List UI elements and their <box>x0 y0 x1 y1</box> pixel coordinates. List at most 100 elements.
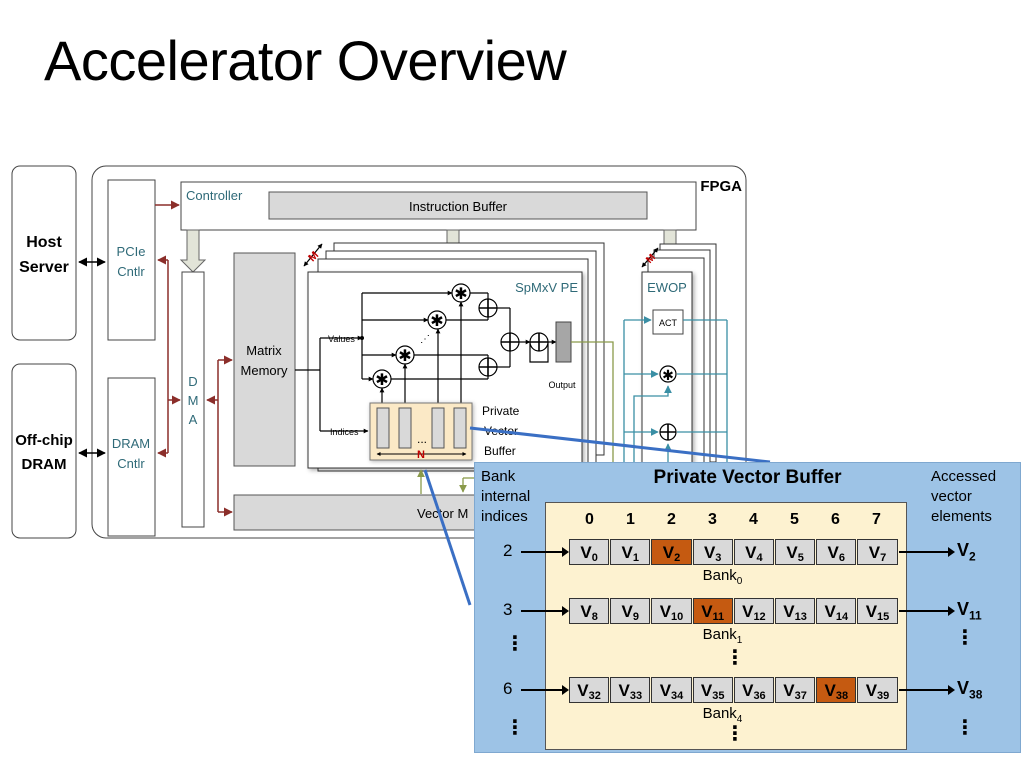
vertical-ellipsis: ⋮ <box>725 721 745 745</box>
inset-right-header: Accessed vector elements <box>931 467 996 527</box>
zoom-pointer-line-bottom <box>423 469 472 606</box>
column-index: 7 <box>872 511 881 528</box>
bank-label: Bank1 <box>703 626 743 646</box>
bank-cell: V1 <box>610 539 651 565</box>
bank-subscript: 4 <box>736 714 743 725</box>
cell-base: V <box>701 602 713 621</box>
cell-base: V <box>621 543 633 562</box>
multiplier-ellipsis: ⋰ <box>420 334 430 345</box>
bank-subscript: 1 <box>736 635 743 646</box>
cell-base: V <box>742 681 754 700</box>
bank-label: Bank4 <box>703 705 743 725</box>
cell-subscript: 1 <box>632 552 640 564</box>
cell-subscript: 15 <box>877 611 890 623</box>
cell-base: V <box>783 681 795 700</box>
cell-subscript: 11 <box>712 611 725 623</box>
bank-cell: V39 <box>857 677 898 703</box>
instruction-buffer <box>268 191 648 220</box>
inset-left-header-line: internal <box>481 488 531 505</box>
dma-box <box>181 271 205 528</box>
cell-subscript: 8 <box>591 611 598 623</box>
cell-subscript: 9 <box>632 611 640 623</box>
bank-cell: V35 <box>692 677 733 703</box>
matrix-memory <box>233 252 296 467</box>
cell-base: V <box>742 602 754 621</box>
host-server-box: Host Server <box>11 165 77 341</box>
host-server-label-2: Server <box>19 259 69 276</box>
bank-cell: V32 <box>569 677 610 703</box>
pvb-label-3: Buffer <box>484 444 516 458</box>
inset-right-header-line: Accessed <box>931 468 997 485</box>
values-label: Values <box>328 334 355 344</box>
cell-subscript: 6 <box>838 552 846 564</box>
bank-cell: V0 <box>569 539 610 565</box>
cell-base: V <box>865 602 878 621</box>
cell-subscript: 4 <box>756 552 763 564</box>
cell-base: V <box>580 543 592 562</box>
values-junction <box>360 336 364 340</box>
cell-base: V <box>659 602 672 621</box>
index-input-arrow <box>521 606 569 616</box>
accessed-element-subscript: 38 <box>969 687 983 702</box>
bank-index-label: 2 <box>503 541 513 560</box>
column-index: 3 <box>708 511 717 528</box>
inset-left-header-line: Bank <box>481 468 516 485</box>
output-label: Output <box>548 380 576 390</box>
cell-base: V <box>621 602 633 621</box>
cell-subscript: 35 <box>712 690 725 702</box>
bank-cell: V33 <box>610 677 651 703</box>
cell-subscript: 32 <box>588 690 601 702</box>
cell-subscript: 7 <box>880 552 887 564</box>
multiplier-icon <box>372 369 392 389</box>
cell-subscript: 10 <box>671 611 684 623</box>
bank-cell: V15 <box>857 598 898 624</box>
bank-cell: V7 <box>857 539 898 565</box>
bank-cell: V14 <box>816 598 857 624</box>
cell-base: V <box>577 681 589 700</box>
vertical-ellipsis: ⋮ <box>955 625 975 649</box>
bank-cell: V9 <box>610 598 651 624</box>
bank-index-label: 6 <box>503 679 513 698</box>
pcie-cntlr-label-2: Cntlr <box>117 264 145 279</box>
cell-subscript: 34 <box>671 690 684 702</box>
ewop-adder-icon <box>660 424 676 440</box>
cell-base: V <box>745 543 757 562</box>
cell-subscript: 5 <box>797 552 804 564</box>
bank-subscript: 0 <box>736 576 743 587</box>
accessed-element: V38 <box>957 678 982 702</box>
accessed-element: V2 <box>957 540 976 564</box>
vertical-ellipsis: ⋮ <box>955 715 975 739</box>
pcie-cntlr-label-1: PCIe <box>117 244 146 259</box>
bank-cell: V37 <box>775 677 816 703</box>
bank-name: Bank <box>702 567 737 584</box>
cell-subscript: 12 <box>753 611 766 623</box>
offchip-dram-box: Off-chip DRAM <box>11 363 77 539</box>
zoom-pointer-line-top <box>469 426 771 464</box>
ewop-multiplier-icon: ✱ <box>662 368 674 384</box>
column-index: 2 <box>667 511 676 528</box>
bank-name: Bank <box>702 626 737 643</box>
multiplier-icon: ✱ <box>375 370 388 389</box>
vertical-ellipsis: ⋮ <box>505 631 525 655</box>
cell-subscript: 0 <box>591 552 598 564</box>
cell-base: V <box>618 681 630 700</box>
indices-label: Indices <box>330 427 359 437</box>
instruction-buffer-label: Instruction Buffer <box>409 199 508 214</box>
pvb-ellipsis: ... <box>417 432 427 446</box>
cell-subscript: 14 <box>835 611 849 623</box>
cell-subscript: 3 <box>715 552 722 564</box>
pvb-inset-panel: Private Vector Buffer Bank internal indi… <box>474 462 1021 753</box>
bank-cell-highlighted: V2 <box>651 539 692 565</box>
dram-cntlr-label-2: Cntlr <box>117 456 145 471</box>
output-arrow <box>899 606 955 616</box>
bank-cell: V12 <box>733 598 774 624</box>
bank-cell: V6 <box>816 539 857 565</box>
inset-right-header-line: vector <box>931 488 972 505</box>
ewop-connections <box>623 316 728 462</box>
accessed-element-subscript: 2 <box>969 549 976 564</box>
cell-subscript: 36 <box>753 690 766 702</box>
column-index: 0 <box>585 511 594 528</box>
vector-memory-label: Vector M <box>417 506 468 521</box>
ewop-label: EWOP <box>647 280 687 295</box>
